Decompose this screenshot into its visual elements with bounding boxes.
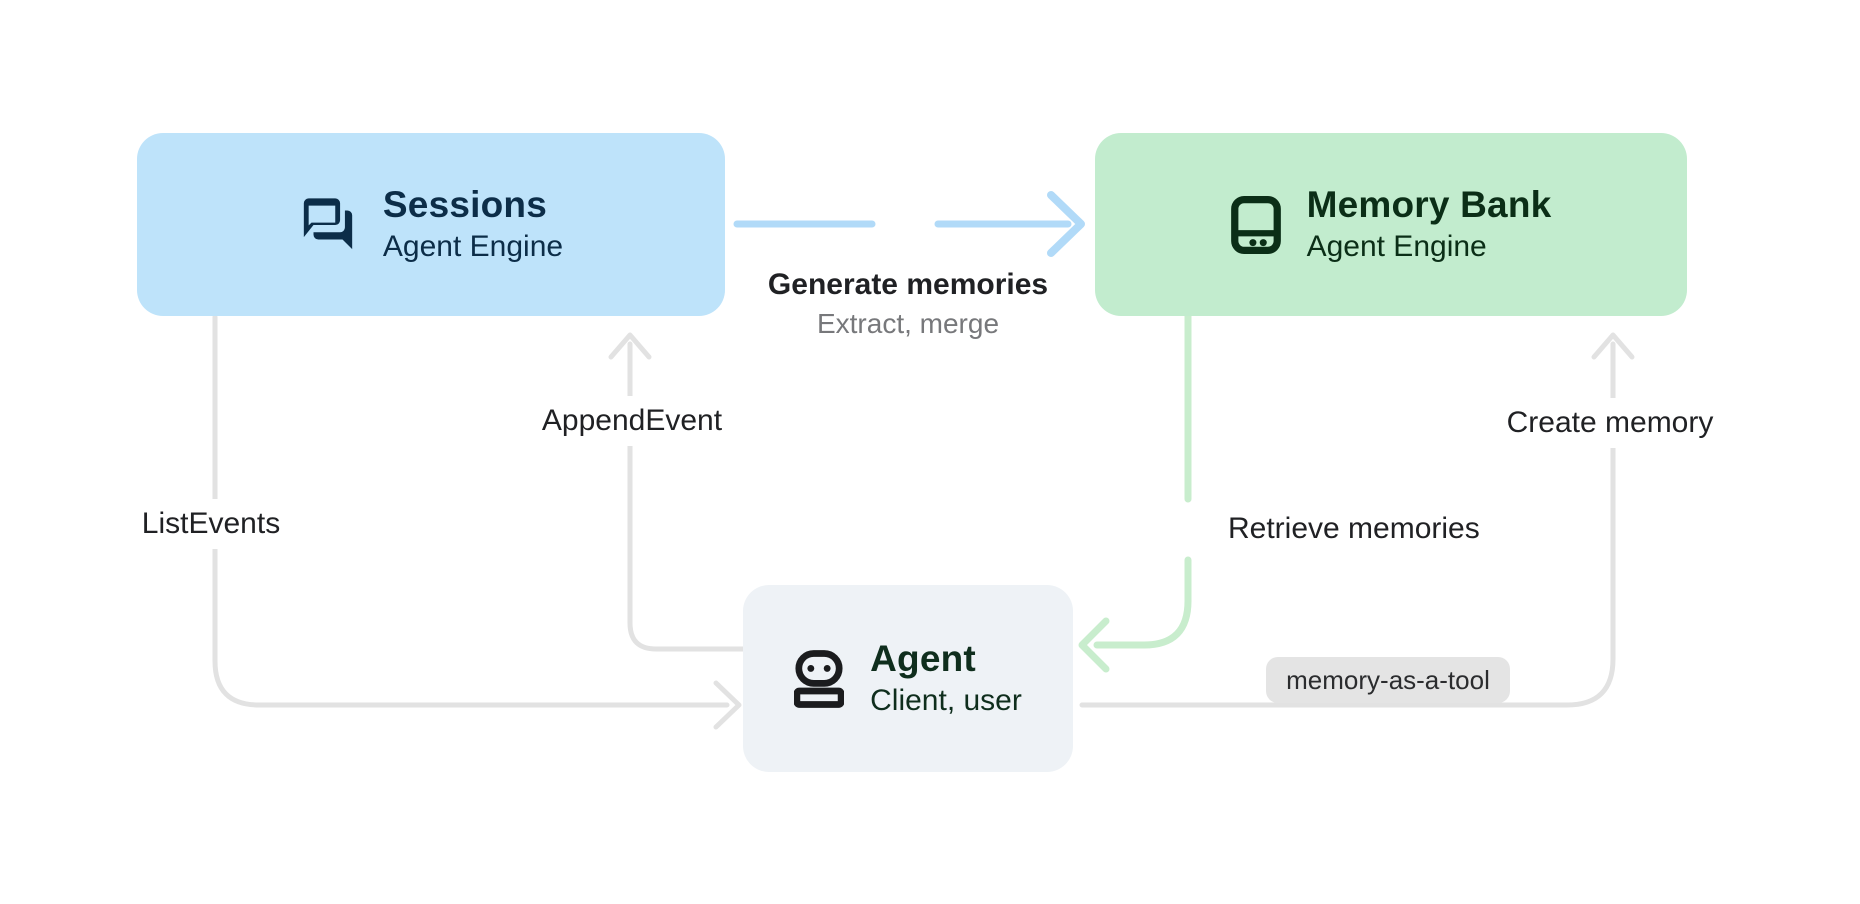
sparkle-icon [881, 196, 929, 252]
arrowhead-up-icon [608, 332, 652, 360]
sessions-node: Sessions Agent Engine [137, 133, 725, 316]
list-events-arrow [212, 314, 742, 730]
arrowhead-right-icon [1047, 191, 1085, 257]
retrieve-memories-label: Retrieve memories [1228, 512, 1480, 545]
robot-icon [794, 649, 845, 708]
generate-memories-label: Generate memories [767, 268, 1049, 301]
append-event-label: AppendEvent [537, 396, 727, 446]
arrowhead-right-icon [713, 680, 742, 730]
create-memory-label: Create memory [1502, 398, 1718, 448]
sessions-title: Sessions [382, 183, 547, 225]
retrieve-memories-arrow [1078, 312, 1210, 673]
list-events-label: ListEvents [137, 499, 285, 549]
memory-bank-subtitle: Agent Engine [1306, 229, 1487, 263]
extract-merge-sublabel: Extract, merge [816, 308, 1000, 339]
arrowhead-left-icon [1078, 617, 1110, 673]
agent-title: Agent [870, 637, 976, 679]
memory-storage-icon [1230, 195, 1281, 254]
append-event-arrow [608, 332, 746, 652]
sparkle-icon [1166, 503, 1210, 555]
agent-node: Agent Client, user [743, 585, 1073, 772]
forum-icon [299, 196, 357, 254]
generate-memories-arrow [733, 191, 1085, 257]
agent-subtitle: Client, user [870, 683, 1022, 717]
memory-as-a-tool-badge: memory-as-a-tool [1266, 657, 1510, 703]
sessions-subtitle: Agent Engine [382, 229, 564, 263]
create-memory-arrow [1079, 332, 1635, 708]
memory-bank-title: Memory Bank [1306, 183, 1552, 225]
memory-bank-node: Memory Bank Agent Engine [1095, 133, 1687, 316]
arrowhead-up-icon [1591, 332, 1635, 360]
